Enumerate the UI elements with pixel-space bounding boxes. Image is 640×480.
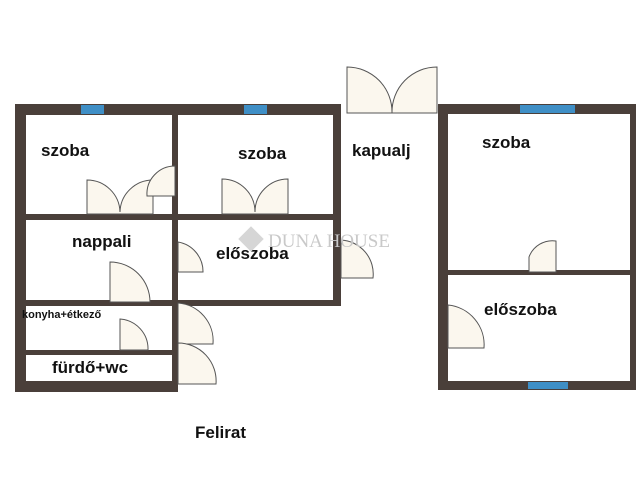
room-label-eloszoba: előszoba (216, 244, 289, 263)
room-label-eloszoba: előszoba (484, 300, 557, 319)
room-label-nappali: nappali (72, 232, 132, 251)
room-label-szoba: szoba (41, 141, 90, 160)
room-label-konyha-etkezo: konyha+étkező (22, 309, 101, 321)
doors (86, 66, 557, 385)
window (244, 105, 267, 114)
room-label-kapualj: kapualj (352, 141, 411, 160)
room-label-szoba: szoba (238, 144, 287, 163)
watermark-text: DUNA HOUSE (268, 231, 390, 252)
window (528, 382, 568, 389)
room-label-szoba: szoba (482, 133, 531, 152)
caption: Felirat (195, 423, 246, 442)
window (520, 105, 575, 113)
room-label-furdo-wc: fürdő+wc (52, 358, 128, 377)
window (81, 105, 104, 114)
walls (15, 104, 636, 392)
windows (81, 105, 575, 389)
